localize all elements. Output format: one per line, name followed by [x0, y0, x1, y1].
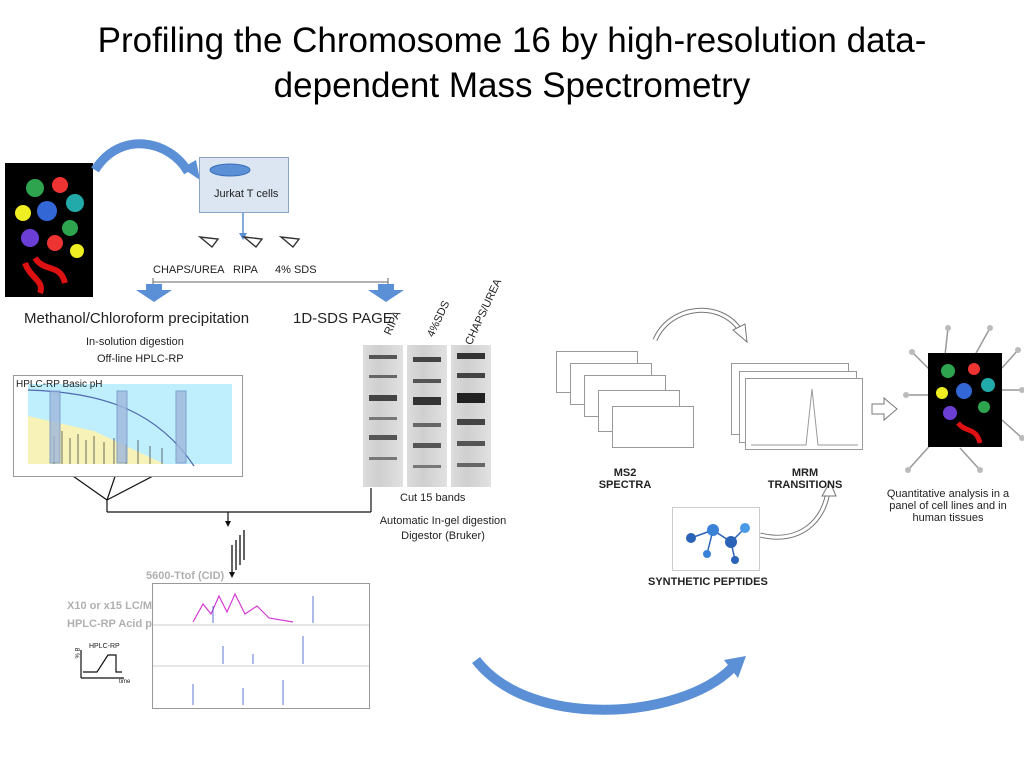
ms2-panel-5 [612, 406, 694, 448]
petri-dish-icon [209, 163, 251, 177]
mrm-label: MRM TRANSITIONS [760, 467, 850, 491]
mrm-panel-3 [745, 378, 863, 450]
buffer-chaps-urea: CHAPS/UREA [153, 264, 225, 276]
cut-bands-label: Cut 15 bands [400, 492, 466, 504]
ms2-line-2: SPECTRA [598, 479, 652, 491]
slide-title: Profiling the Chromosome 16 by high-reso… [0, 18, 1024, 108]
digestion-line-2: Digestor (Bruker) [401, 530, 485, 542]
left-step-2: Off-line HPLC-RP [97, 353, 184, 365]
quant-line-1: Quantitative analysis in a [886, 488, 1010, 500]
right-method-label: 1D-SDS PAGE [293, 310, 393, 327]
quant-line-3: human tissues [912, 512, 984, 524]
cell-illustration [15, 177, 84, 295]
gradient-x-label: time [119, 679, 131, 685]
buffer-ripa: RIPA [233, 264, 258, 276]
instrument-label: 5600-Ttof (CID) [146, 570, 225, 582]
cell-image [5, 163, 93, 297]
ms2-label: MS2 SPECTRA [585, 467, 665, 491]
lcms-line-1: X10 or x15 LC/MS [67, 600, 160, 612]
hplc-chromatogram [27, 384, 232, 467]
tissue-image [928, 353, 1002, 447]
synthetic-peptides-image [672, 507, 760, 571]
gel-bands-sds [413, 357, 441, 468]
quant-line-2: panel of cell lines and in [889, 500, 1007, 512]
digestion-line-1: Automatic In-gel digestion [379, 515, 507, 527]
gradient-y-label: % B [75, 647, 82, 659]
gel-bands-chaps [457, 353, 485, 467]
jurkat-cells-box: Jurkat T cells [199, 157, 289, 213]
mrm-line-2: TRANSITIONS [767, 479, 843, 491]
ms2-line-1: MS2 [613, 467, 637, 479]
left-method-label: Methanol/Chloroform precipitation [24, 310, 250, 327]
gel-bands-ripa [369, 355, 397, 460]
gel-lane-sds [407, 345, 447, 487]
tissue-illustration [936, 363, 995, 444]
synthetic-peptides-label: SYNTHETIC PEPTIDES [648, 576, 768, 588]
buffer-sds: 4% SDS [275, 264, 317, 276]
title-line-2: dependent Mass Spectrometry [273, 66, 751, 105]
gel-lane-ripa [363, 345, 403, 487]
hplc-chart-label: HPLC-RP Basic pH [16, 379, 103, 390]
molecule-icon [686, 523, 750, 564]
lcms-line-2: HPLC-RP Acid pH [67, 618, 160, 630]
jurkat-label: Jurkat T cells [214, 188, 279, 200]
gradient-label: HPLC-RP [89, 643, 120, 650]
gel-lane-chaps [451, 345, 491, 487]
hplc-chart: HPLC-RP Basic pH [13, 375, 243, 477]
quant-analysis-label: Quantitative analysis in a panel of cell… [872, 488, 1024, 524]
mrm-peak [751, 388, 858, 446]
digestion-label: Automatic In-gel digestion Digestor (Bru… [372, 515, 514, 542]
title-line-1: Profiling the Chromosome 16 by high-reso… [97, 21, 927, 60]
mrm-line-1: MRM [791, 467, 819, 479]
ms-spectra [153, 592, 369, 705]
spectra-stack [152, 583, 370, 709]
left-step-1: In-solution digestion [86, 336, 184, 348]
